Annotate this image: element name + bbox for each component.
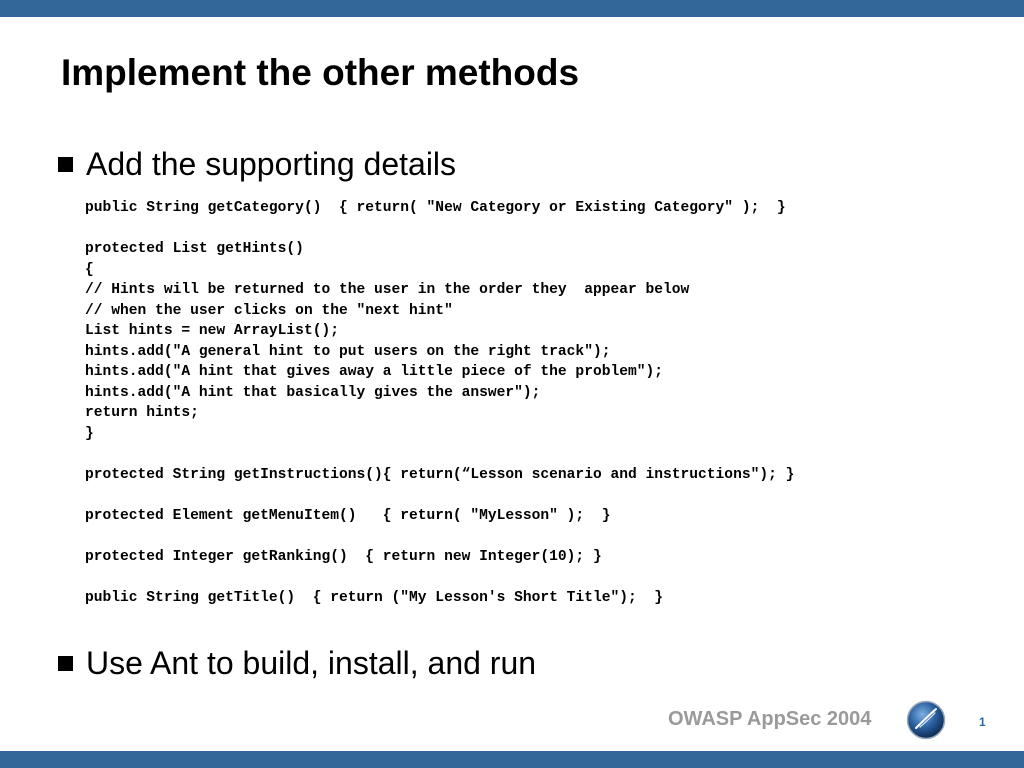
code-line: hints.add("A hint that gives away a litt… <box>85 364 664 380</box>
code-line: hints.add("A hint that basically gives t… <box>85 384 541 401</box>
code-line <box>85 567 794 588</box>
code-line <box>85 526 794 547</box>
code-line: // Hints will be returned to the user in… <box>85 282 690 298</box>
code-line: hints.add("A general hint to put users o… <box>85 343 611 360</box>
code-line: // when the user clicks on the "next hin… <box>85 302 453 319</box>
bullet-text: Add the supporting details <box>86 146 457 182</box>
code-line: return hints; <box>85 405 199 421</box>
code-line: public String getTitle() { return ("My L… <box>85 589 664 606</box>
code-line: protected Element getMenuItem() { return… <box>85 507 611 524</box>
bullet-text: Use Ant to build, install, and run <box>86 645 537 681</box>
code-line <box>85 485 794 506</box>
code-line <box>85 219 794 240</box>
bullet-supporting-details: Add the supporting details <box>58 146 456 183</box>
slide-title: Implement the other methods <box>61 52 580 93</box>
square-bullet-icon <box>58 656 73 671</box>
code-block: public String getCategory() { return( "N… <box>85 198 794 608</box>
code-line: protected List getHints() <box>85 241 304 257</box>
footer-brand: OWASP AppSec 2004 <box>668 708 872 730</box>
code-line: { <box>85 261 94 278</box>
bullet-ant-build: Use Ant to build, install, and run <box>58 645 536 682</box>
code-line: public String getCategory() { return( "N… <box>85 200 786 216</box>
code-line: protected Integer getRanking() { return … <box>85 548 602 565</box>
code-line: List hints = new ArrayList(); <box>85 323 339 339</box>
code-line: protected String getInstructions(){ retu… <box>85 466 795 483</box>
page-number: 1 <box>979 715 986 729</box>
code-line <box>85 444 794 465</box>
code-line: } <box>85 425 94 442</box>
owasp-logo-icon <box>906 700 946 740</box>
bottom-bar <box>0 751 1024 768</box>
square-bullet-icon <box>58 157 73 172</box>
top-bar <box>0 0 1024 17</box>
